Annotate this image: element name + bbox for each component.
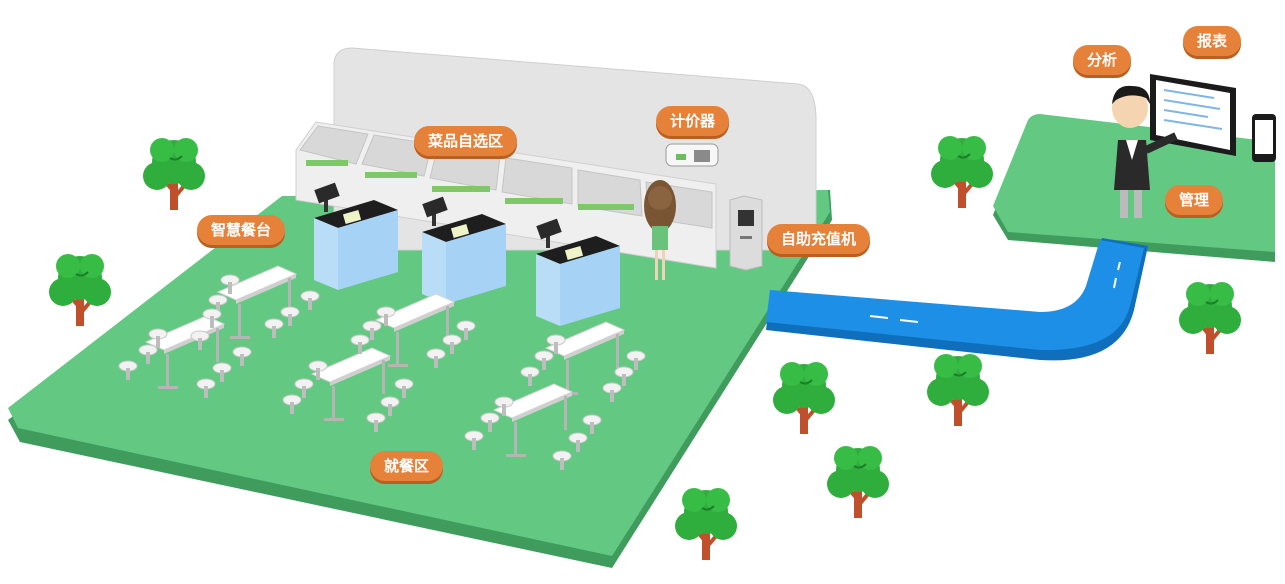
manager-figure [1112, 85, 1178, 218]
pricer-device [665, 143, 719, 167]
smart-serving-counter-label: 智慧餐台 [197, 215, 286, 245]
dining-area-label: 就餐区 [370, 451, 444, 481]
management-label: 管理 [1165, 185, 1224, 215]
customer-figure [644, 180, 676, 280]
dish-self-select-label: 菜品自选区 [414, 126, 518, 156]
tablet-device [1252, 114, 1276, 162]
report-label: 报表 [1183, 26, 1242, 56]
analysis-label: 分析 [1073, 45, 1132, 75]
recharge-kiosk [729, 195, 763, 271]
self-recharge-machine-label: 自助充值机 [767, 224, 871, 254]
pricer-label: 计价器 [656, 106, 730, 136]
dining-platform [8, 190, 830, 556]
road [766, 240, 1144, 351]
